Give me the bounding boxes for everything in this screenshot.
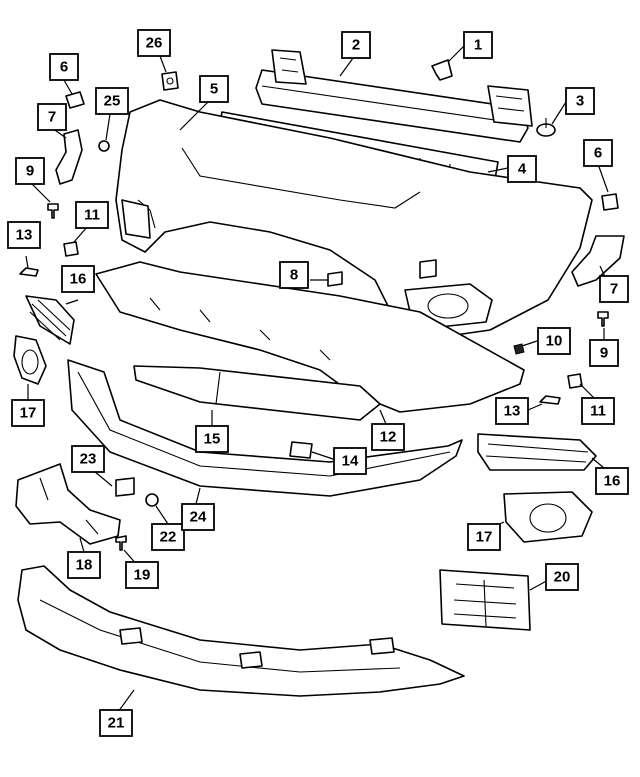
callout-21: 21	[99, 709, 133, 737]
part-screw-9-right	[597, 311, 609, 327]
part-grille-16-right	[477, 433, 597, 471]
part-lower-fascia	[95, 261, 525, 413]
part-block-23	[115, 477, 135, 497]
callout-13-right: 13	[495, 397, 529, 425]
callout-22: 22	[151, 523, 185, 551]
svg-text:7: 7	[48, 109, 56, 126]
callouts: 1 2 3 4 5 6 6 7 7 8 9 9 10 11 11 12 13 1…	[7, 29, 629, 737]
svg-text:25: 25	[104, 93, 121, 110]
part-fog-bezel-17-right	[503, 491, 593, 543]
part-reinforcement-beam	[255, 49, 533, 143]
part-cover-14	[289, 441, 313, 459]
callout-19: 19	[125, 561, 159, 589]
svg-text:15: 15	[204, 431, 221, 448]
svg-text:8: 8	[290, 267, 298, 284]
callout-7-left: 7	[37, 103, 67, 131]
svg-text:9: 9	[600, 345, 608, 362]
callout-23: 23	[71, 445, 105, 473]
callout-9-right: 9	[589, 339, 619, 367]
callout-6-right: 6	[583, 139, 613, 167]
callout-16-left: 16	[61, 265, 95, 293]
svg-text:4: 4	[518, 161, 527, 178]
svg-text:22: 22	[160, 529, 177, 546]
callout-3: 3	[565, 87, 595, 115]
svg-text:17: 17	[476, 529, 493, 546]
svg-text:12: 12	[380, 429, 397, 446]
part-push-pin	[536, 118, 556, 137]
svg-text:17: 17	[20, 405, 37, 422]
svg-text:13: 13	[504, 403, 521, 420]
part-clip-6-right	[601, 193, 619, 211]
svg-text:1: 1	[474, 37, 482, 54]
svg-text:13: 13	[16, 227, 33, 244]
callout-4: 4	[507, 155, 537, 183]
svg-text:9: 9	[26, 163, 34, 180]
part-cover-8	[327, 271, 343, 287]
callout-10: 10	[537, 327, 571, 355]
svg-text:6: 6	[60, 59, 68, 76]
svg-text:19: 19	[134, 567, 151, 584]
part-screw-25	[98, 140, 110, 152]
svg-text:24: 24	[190, 509, 207, 526]
part-screw-9-left	[47, 203, 59, 219]
part-license-bracket	[439, 569, 531, 631]
svg-text:7: 7	[610, 281, 618, 298]
svg-text:3: 3	[576, 93, 584, 110]
part-clip-22	[145, 493, 159, 507]
svg-text:11: 11	[84, 207, 100, 224]
callout-16-right: 16	[595, 467, 629, 495]
callout-11-right: 11	[581, 397, 615, 425]
callout-11-left: 11	[75, 201, 109, 229]
part-skid-plate	[133, 365, 381, 421]
callout-18: 18	[67, 551, 101, 579]
callout-15: 15	[195, 425, 229, 453]
callout-2: 2	[341, 31, 371, 59]
svg-text:5: 5	[210, 81, 218, 98]
part-bracket-7-right	[571, 235, 625, 287]
callout-13-left: 13	[7, 221, 41, 249]
part-support-bracket	[15, 463, 121, 545]
callout-20: 20	[545, 563, 579, 591]
part-clip-6-left	[65, 91, 85, 109]
svg-text:21: 21	[108, 715, 125, 732]
svg-text:2: 2	[352, 37, 360, 54]
callout-26: 26	[137, 29, 171, 57]
part-bracket-7-left	[55, 129, 83, 185]
svg-text:16: 16	[70, 271, 87, 288]
callout-1: 1	[463, 31, 493, 59]
callout-9-left: 9	[15, 157, 45, 185]
part-bolt-13-left	[19, 267, 39, 277]
svg-text:26: 26	[146, 35, 163, 52]
part-underbody-shield	[17, 565, 465, 697]
callout-8: 8	[279, 261, 309, 289]
callout-14: 14	[333, 447, 367, 475]
callout-6-left: 6	[49, 53, 79, 81]
callout-24: 24	[181, 503, 215, 531]
callout-25: 25	[95, 87, 129, 115]
svg-text:18: 18	[76, 557, 93, 574]
part-grille-16-left	[25, 295, 75, 345]
callout-17-right: 17	[467, 523, 501, 551]
svg-text:20: 20	[554, 569, 571, 586]
part-fog-bezel-17-left	[13, 335, 47, 385]
callout-12: 12	[371, 423, 405, 451]
part-clip-26	[161, 71, 179, 91]
svg-text:6: 6	[594, 145, 602, 162]
svg-text:11: 11	[590, 403, 606, 420]
part-clip-10	[513, 343, 525, 355]
callout-17-left: 17	[11, 399, 45, 427]
svg-text:23: 23	[80, 451, 97, 468]
part-beam-bracket	[431, 59, 453, 81]
svg-text:14: 14	[342, 453, 359, 470]
part-clip-11-left	[63, 241, 79, 257]
callout-7-right: 7	[599, 275, 629, 303]
svg-text:16: 16	[604, 473, 621, 490]
callout-5: 5	[199, 75, 229, 103]
part-screw-19	[115, 535, 127, 551]
svg-text:10: 10	[546, 333, 563, 350]
part-clip-11-right	[567, 373, 583, 389]
part-bolt-13-right	[539, 395, 561, 405]
